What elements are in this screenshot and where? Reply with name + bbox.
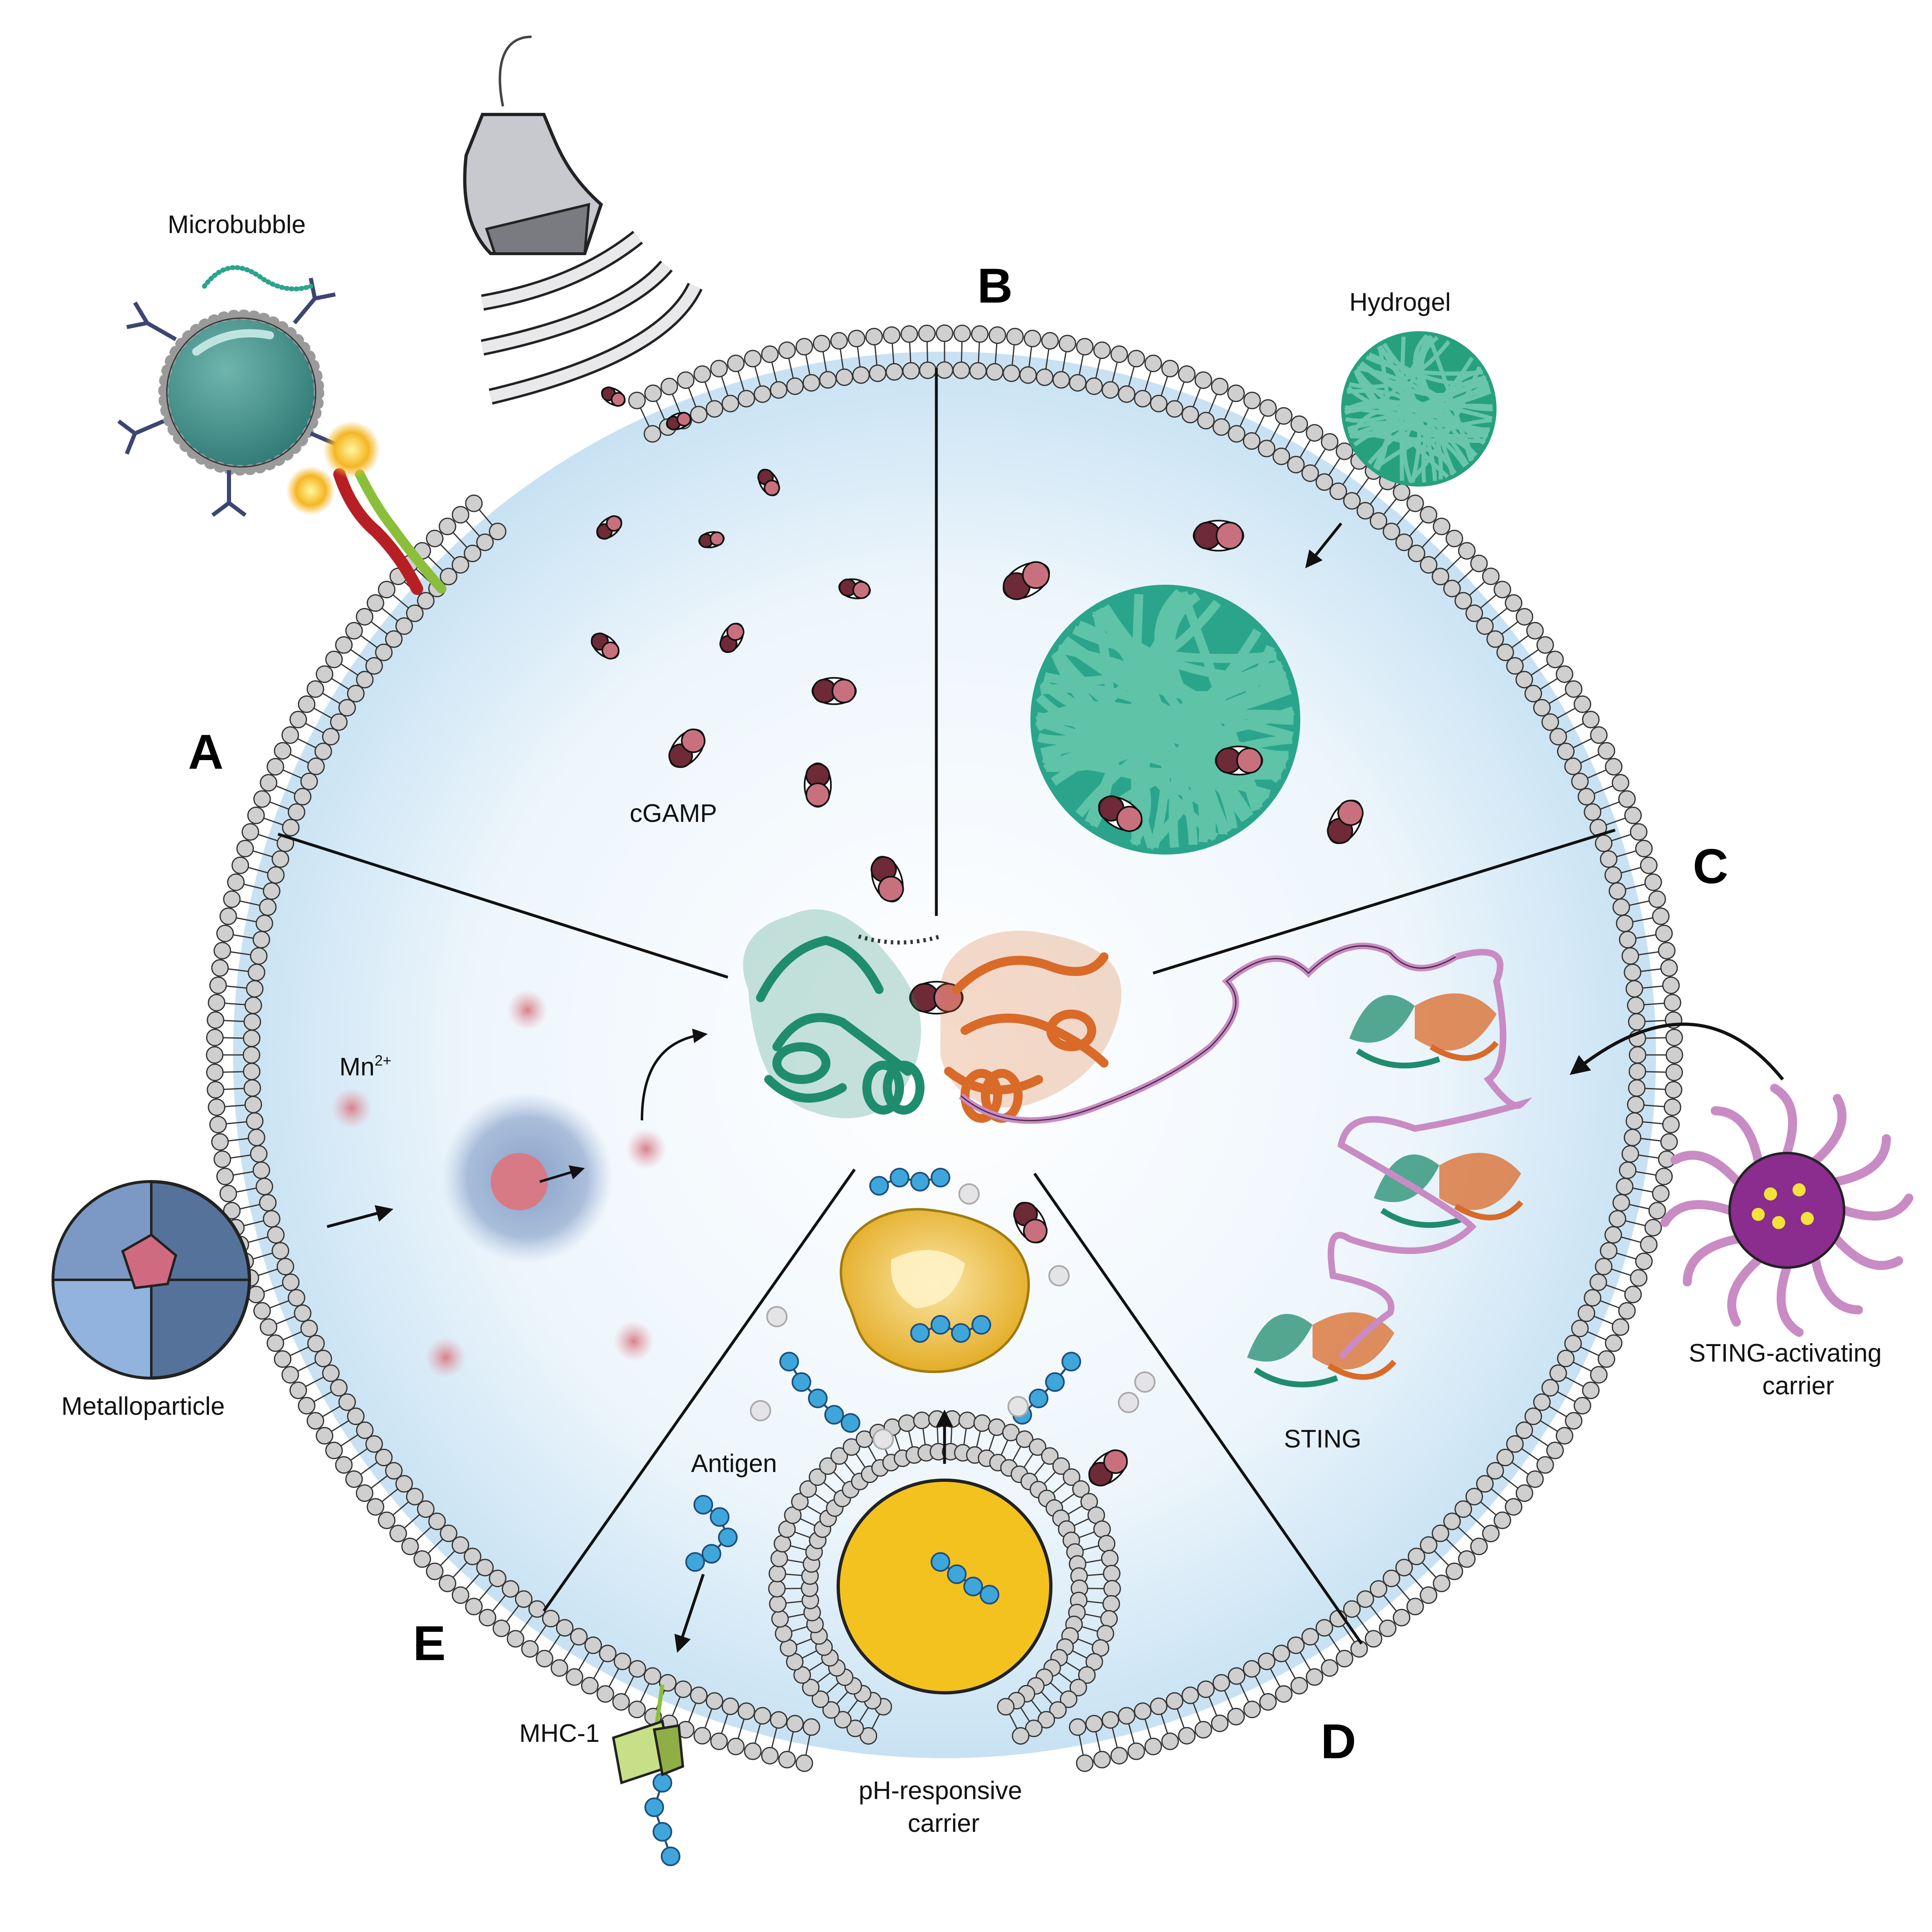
microbubble-label: Microbubble — [168, 211, 306, 239]
mn-label-sup: 2+ — [375, 1052, 391, 1069]
sting-carrier-label-line1: STING-activating — [1689, 1339, 1882, 1367]
metalloparticle-arrow — [327, 1205, 394, 1228]
antigen-arrow — [674, 1573, 705, 1653]
hydrogel-arrow — [1305, 522, 1342, 568]
antigen-label: Antigen — [691, 1450, 777, 1478]
receptor-icon — [286, 421, 447, 595]
cell — [206, 324, 1683, 1772]
hydrogel-large — [1030, 585, 1300, 855]
panel-letter-b: B — [977, 258, 1013, 313]
sting-oligomer — [1247, 949, 1533, 1387]
mn-scatter — [442, 1092, 613, 1263]
cgamp-molecules — [590, 386, 1364, 1639]
ultrasound-probe-icon — [463, 36, 703, 405]
sting-activating-carrier — [1660, 1084, 1914, 1337]
sting-carrier-arrow — [1569, 1022, 1784, 1081]
panel-letter-a: A — [188, 725, 224, 779]
cell-membrane — [206, 324, 1683, 1772]
metalloparticle-label: Metalloparticle — [61, 1392, 225, 1420]
sting-dimer — [743, 909, 1458, 1124]
cytoplasm — [233, 352, 1656, 1758]
ph-carrier-label-line2: carrier — [908, 1809, 980, 1838]
mhc-label: MHC-1 — [519, 1719, 599, 1748]
antigen-fragments — [750, 1183, 1156, 1450]
mn-label-base: Mn — [339, 1053, 375, 1081]
panel-letter-d: D — [1321, 1714, 1356, 1769]
ph-carrier — [837, 1479, 1052, 1694]
sector-dividers — [277, 368, 1616, 1645]
antigen-peptides — [644, 1168, 1081, 1866]
hydrogel-small — [1341, 331, 1497, 487]
endosome-carrier — [839, 1208, 1030, 1373]
microbubble — [117, 265, 357, 517]
mn-ions — [331, 990, 666, 1378]
panel-letter-c: C — [1693, 839, 1728, 894]
mn-label: Mn2+ — [339, 1052, 391, 1081]
panel-letter-e: E — [413, 1616, 446, 1671]
cgamp-label: cGAMP — [630, 799, 717, 828]
sting-label: STING — [1284, 1425, 1361, 1453]
hydrogel-label: Hydrogel — [1349, 288, 1451, 316]
mhc-1 — [612, 1684, 684, 1784]
sting-carrier-label-line2: carrier — [1762, 1372, 1834, 1400]
metalloparticle — [52, 1180, 251, 1380]
mn-to-sting-arrow — [641, 1028, 708, 1121]
ph-carrier-label-line1: pH-responsive — [859, 1777, 1022, 1805]
